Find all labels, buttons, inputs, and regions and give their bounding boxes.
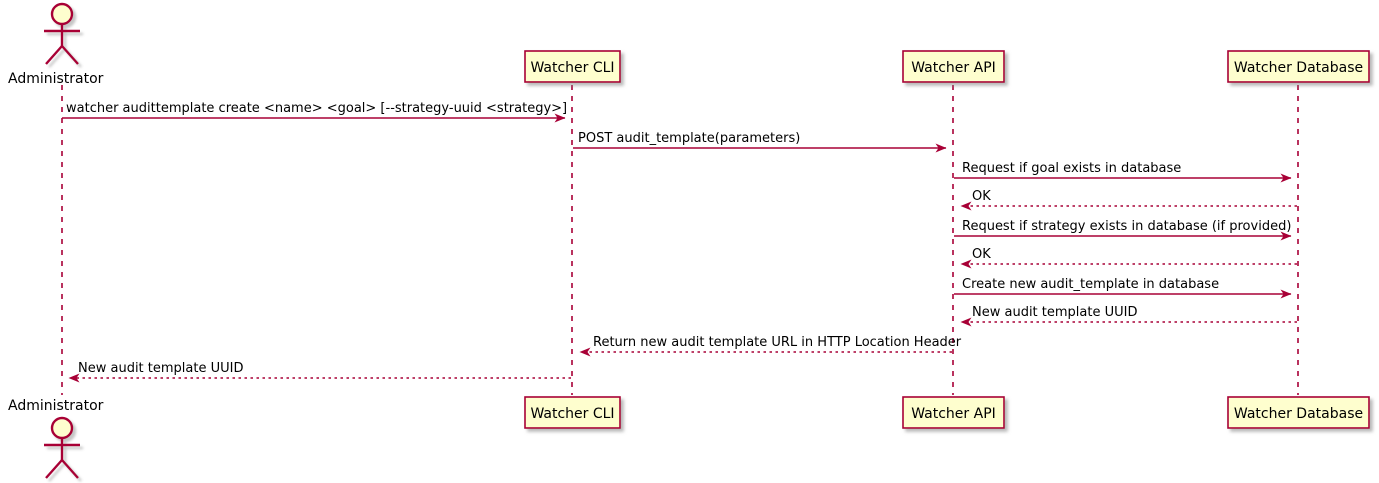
- message-label: Request if strategy exists in database (…: [962, 219, 1291, 234]
- participant-box-rect: [1227, 50, 1370, 83]
- participant-label-watcher-api-top: Watcher API: [911, 60, 996, 76]
- message-4[interactable]: OK: [960, 189, 1297, 211]
- participant-box-rect: [902, 50, 1005, 83]
- message-6[interactable]: OK: [960, 247, 1297, 269]
- actor-administrator-bottom[interactable]: Administrator: [8, 398, 104, 479]
- message-label: watcher audittemplate create <name> <goa…: [66, 101, 567, 116]
- message-8[interactable]: New audit template UUID: [960, 305, 1297, 327]
- lifelines-group: [61, 85, 1299, 395]
- message-2[interactable]: POST audit_template(parameters): [573, 131, 947, 153]
- participant-box-watcher-cli-bottom[interactable]: Watcher CLI: [524, 396, 621, 429]
- participant-box-watcher-cli-top[interactable]: Watcher CLI: [524, 50, 621, 83]
- participant-box-rect: [1227, 396, 1370, 429]
- message-7[interactable]: Create new audit_template in database: [954, 277, 1292, 299]
- message-label: POST audit_template(parameters): [578, 131, 800, 146]
- participant-box-rect: [902, 396, 1005, 429]
- actor-label-administrator-bottom: Administrator: [8, 398, 104, 414]
- participant-box-watcher-api-bottom[interactable]: Watcher API: [902, 396, 1005, 429]
- message-label: New audit template UUID: [78, 361, 243, 376]
- participant-label-watcher-database-top: Watcher Database: [1234, 60, 1363, 76]
- message-label: OK: [972, 247, 991, 262]
- participant-box-rect: [524, 50, 621, 83]
- message-5[interactable]: Request if strategy exists in database (…: [954, 219, 1292, 241]
- participant-label-watcher-cli-bottom: Watcher CLI: [530, 406, 614, 422]
- participant-label-watcher-cli-top: Watcher CLI: [530, 60, 614, 76]
- actor-figure-icon: [44, 416, 80, 479]
- message-3[interactable]: Request if goal exists in database: [954, 161, 1292, 183]
- message-label: Create new audit_template in database: [962, 277, 1219, 292]
- participant-box-watcher-api-top[interactable]: Watcher API: [902, 50, 1005, 83]
- message-label: Request if goal exists in database: [962, 161, 1181, 176]
- message-label: Return new audit template URL in HTTP Lo…: [593, 335, 962, 350]
- message-10[interactable]: New audit template UUID: [68, 361, 571, 383]
- message-9[interactable]: Return new audit template URL in HTTP Lo…: [579, 335, 962, 357]
- message-label: New audit template UUID: [972, 305, 1137, 320]
- participant-label-watcher-database-bottom: Watcher Database: [1234, 406, 1363, 422]
- participant-box-rect: [524, 396, 621, 429]
- actor-figure-icon: [44, 2, 80, 65]
- message-1[interactable]: watcher audittemplate create <name> <goa…: [62, 101, 567, 123]
- participant-box-watcher-database-bottom[interactable]: Watcher Database: [1227, 396, 1370, 429]
- participant-box-watcher-database-top[interactable]: Watcher Database: [1227, 50, 1370, 83]
- message-label: OK: [972, 189, 991, 204]
- actor-label-administrator-top: Administrator: [8, 71, 104, 87]
- participant-label-watcher-api-bottom: Watcher API: [911, 406, 996, 422]
- actor-administrator-top[interactable]: Administrator: [8, 2, 104, 87]
